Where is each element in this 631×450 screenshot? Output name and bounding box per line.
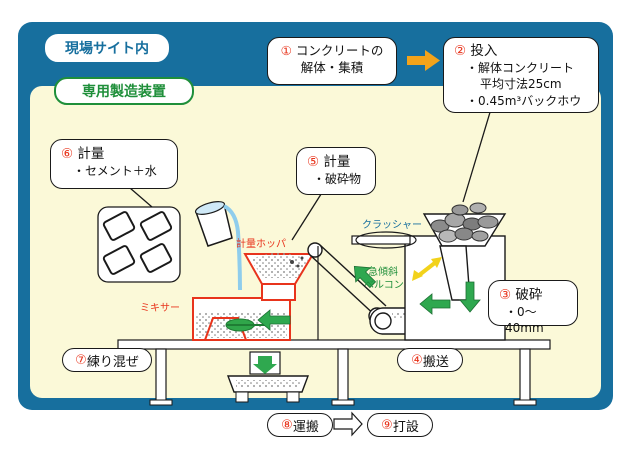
transport-cart [226, 351, 310, 403]
site-label: 現場サイト内 [45, 34, 169, 62]
concrete-rubble [430, 202, 499, 243]
step-1-title: コンクリートの [295, 43, 384, 58]
step-6-title: 計量 [77, 146, 105, 162]
step-1-detail: 解体・集積 [300, 59, 364, 75]
step-6-number: ⑥ [61, 146, 74, 162]
step-3-detail: ・0〜40mm [505, 305, 544, 336]
arrow-right-icon [333, 411, 363, 437]
crusher-label: クラッシャー [362, 220, 422, 231]
step-8-number: ⑧ [281, 417, 293, 433]
cement-bag-icon [97, 206, 181, 283]
step-1-callout: ① コンクリートの 解体・集積 [267, 37, 397, 85]
step-7-title: 練り混ぜ [86, 354, 139, 370]
plant-label: 専用製造装置 [54, 77, 194, 105]
step-3-title: 破砕 [515, 287, 543, 303]
step-9-number: ⑨ [381, 417, 393, 433]
crusher-gap-arrow [412, 257, 442, 281]
conveyor-label-2: ベルコン [364, 280, 404, 291]
step-2-title: 投入 [470, 43, 498, 59]
step-2-detail-2: 平均寸法25cm [480, 77, 562, 92]
step-5-number: ⑤ [307, 154, 320, 170]
step-2-detail-3: ・0.45m³バックホウ [466, 93, 582, 108]
step-6-callout: ⑥ 計量 ・セメント＋水 [50, 139, 178, 189]
step-9-title: 打設 [392, 419, 419, 435]
weighing-hopper [243, 253, 315, 301]
mixer-label: ミキサー [140, 303, 180, 314]
arrow-right-icon [407, 50, 440, 71]
step-4-title: 搬送 [422, 354, 449, 370]
hopper-label: 計量ホッパ [236, 239, 286, 250]
step-5-title: 計量 [323, 154, 351, 170]
step-8-title: 運搬 [292, 419, 319, 435]
step-1-number: ① [280, 43, 292, 58]
step-5-detail: ・破砕物 [313, 172, 362, 187]
site-label-text: 現場サイト内 [65, 41, 149, 57]
flow-arrows [257, 265, 481, 331]
plant-label-text: 専用製造装置 [82, 84, 166, 100]
step-2-number: ② [454, 43, 467, 59]
support-platform [117, 339, 551, 406]
step-6-detail: ・セメント＋水 [73, 164, 157, 179]
step-2-detail-1: ・解体コンクリート [466, 61, 575, 76]
step-2-callout: ② 投入 ・解体コンクリート 平均寸法25cm ・0.45m³バックホウ [443, 37, 599, 113]
step-5-callout: ⑤ 計量 ・破砕物 [296, 147, 376, 195]
step-3-number: ③ [499, 287, 512, 303]
step-4-number: ④ [411, 352, 423, 368]
water-bucket-icon [194, 201, 242, 291]
step-7-number: ⑦ [75, 352, 87, 368]
conveyor-label-1: 急傾斜 [368, 267, 398, 278]
step-3-callout: ③ 破砕 ・0〜40mm [488, 280, 578, 335]
